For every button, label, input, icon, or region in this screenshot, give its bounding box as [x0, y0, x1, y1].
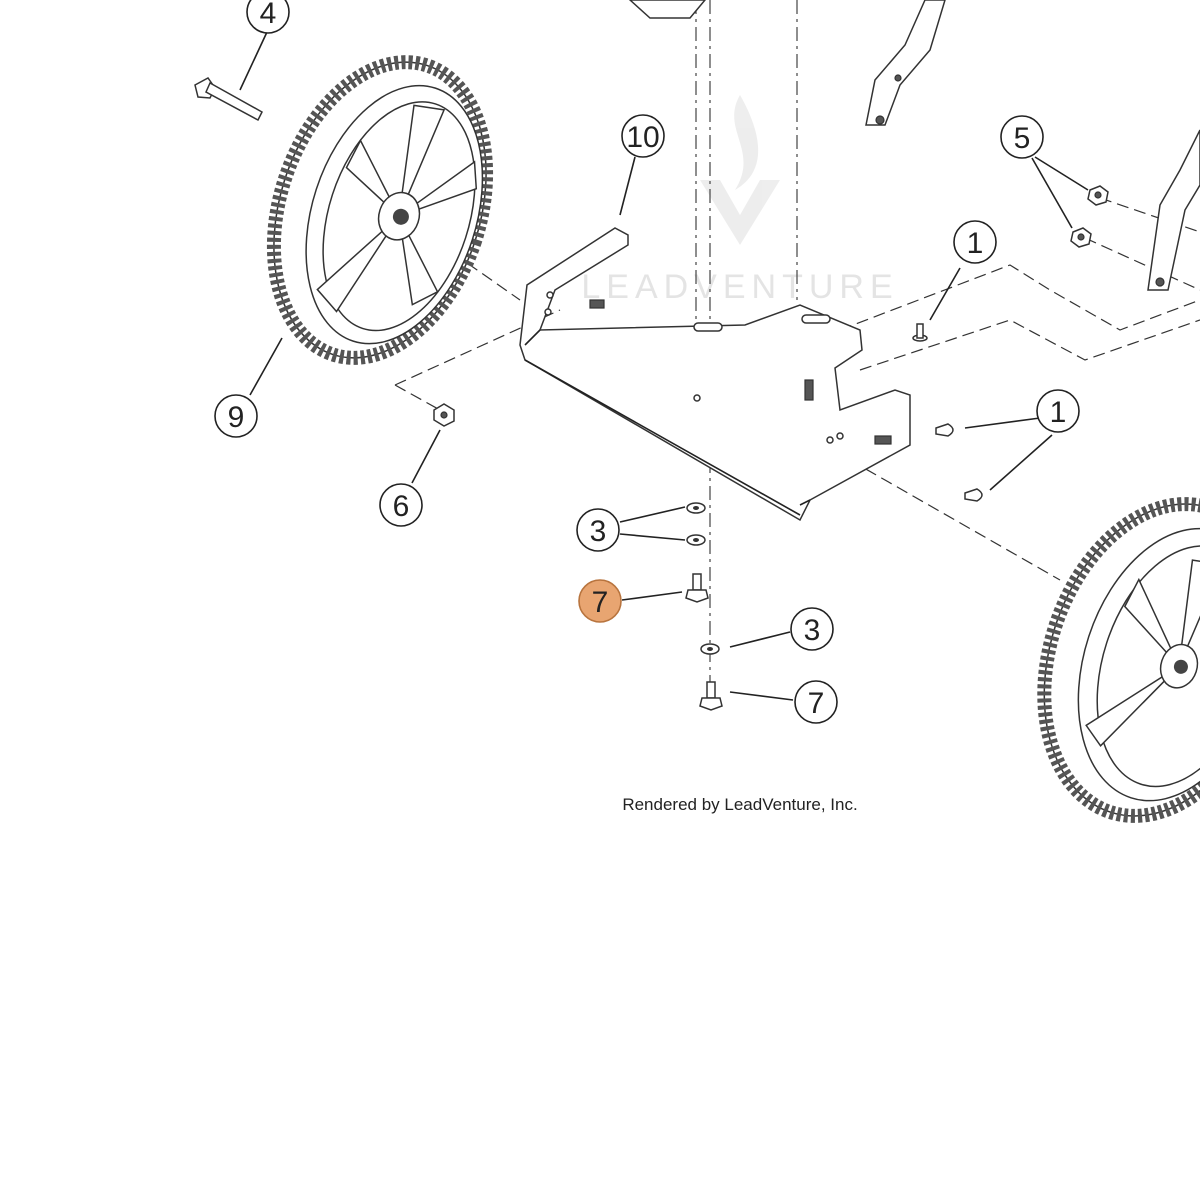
nut-5a [1087, 185, 1109, 206]
callout-label: 1 [967, 227, 984, 260]
callout-9[interactable]: 9 [214, 394, 258, 438]
callout-6[interactable]: 6 [379, 483, 423, 527]
watermark-text: LEADVENTURE [581, 268, 898, 306]
carriage-bolt-1b [935, 423, 954, 437]
callout-circle [379, 483, 423, 527]
callout-circle [953, 220, 997, 264]
callout-circle [790, 607, 834, 651]
washer-3b [686, 534, 706, 546]
callout-label: 7 [808, 687, 825, 720]
callout-5[interactable]: 5 [1000, 115, 1044, 159]
wheel-right [1037, 497, 1200, 823]
nut-5b [1070, 227, 1092, 248]
callout-label: 3 [804, 614, 821, 647]
callout-circle [1000, 115, 1044, 159]
nut-6 [433, 403, 455, 427]
leadventure-watermark: LEADVENTURE [581, 95, 898, 306]
carriage-bolt-1a [912, 323, 928, 342]
callout-label: 10 [626, 121, 659, 154]
callout-label: 3 [590, 515, 607, 548]
axle-bolt [194, 77, 263, 122]
leader-lines [239, 31, 1089, 701]
washer-3c [700, 643, 720, 655]
callout-10[interactable]: 10 [621, 114, 665, 158]
callout-bubbles: 4 10 5 1 9 1 6 3 7 3 7 [214, 0, 1080, 724]
handle-link-right [1147, 129, 1200, 291]
callout-7[interactable]: 7 [794, 680, 838, 724]
base-plate [519, 227, 911, 522]
flange-bolt-7a [685, 573, 709, 603]
callout-label: 7 [592, 586, 609, 619]
callout-3[interactable]: 3 [790, 607, 834, 651]
handle-link-left [865, 0, 946, 126]
wheel-left [266, 55, 494, 365]
callout-circle [246, 0, 290, 34]
callout-label: 9 [228, 401, 245, 434]
callout-circle [576, 508, 620, 552]
callout-circle [1036, 389, 1080, 433]
callout-label: 4 [260, 0, 277, 30]
top-bracket-part [628, 0, 706, 19]
callout-1[interactable]: 1 [1036, 389, 1080, 433]
flange-bolt-7b [699, 681, 723, 711]
carriage-bolt-1c [964, 488, 983, 502]
callout-1[interactable]: 1 [953, 220, 997, 264]
callout-circle [214, 394, 258, 438]
callout-3[interactable]: 3 [576, 508, 620, 552]
callout-circle [578, 579, 622, 623]
credit-text: Rendered by LeadVenture, Inc. [622, 795, 857, 814]
callout-circle [794, 680, 838, 724]
washer-3a [686, 502, 706, 514]
callout-circle [621, 114, 665, 158]
callout-label: 6 [393, 490, 410, 523]
callout-label: 5 [1014, 122, 1031, 155]
callout-label: 1 [1050, 396, 1067, 429]
callout-7-highlighted[interactable]: 7 [578, 579, 622, 623]
callout-4[interactable]: 4 [246, 0, 290, 34]
